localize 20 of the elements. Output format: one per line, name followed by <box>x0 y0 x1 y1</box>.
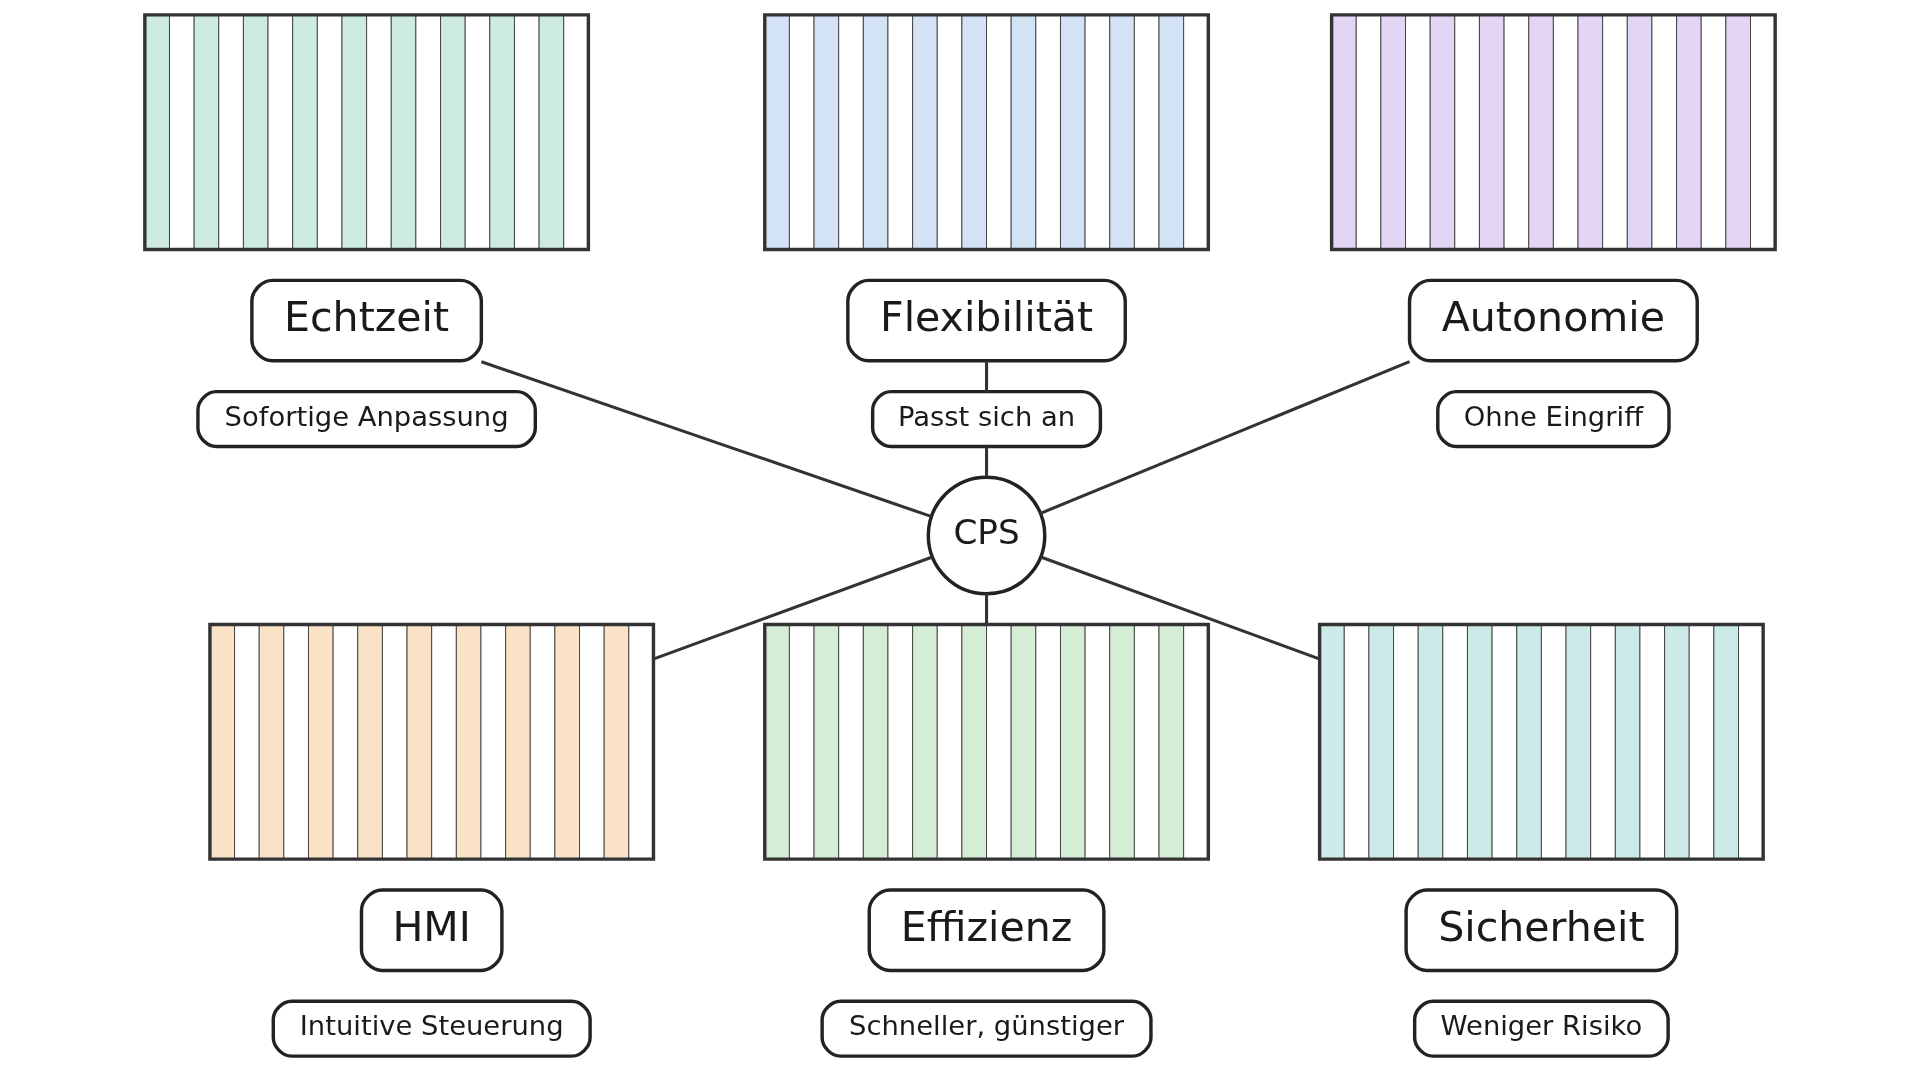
connector <box>1040 555 1320 661</box>
connector <box>480 360 932 518</box>
node-box: Schneller, günstiger <box>820 999 1153 1058</box>
connector <box>1039 360 1411 515</box>
node-circle: CPS <box>926 475 1047 596</box>
connector <box>985 447 989 477</box>
node-box: Ohne Eingriff <box>1436 389 1671 449</box>
node-box: Weniger Risiko <box>1412 999 1670 1058</box>
node-box: Autonomie <box>1407 278 1699 363</box>
node-box: HMI <box>359 888 504 973</box>
connector <box>985 593 989 625</box>
node-box: Passt sich an <box>870 389 1103 449</box>
node-box: Sicherheit <box>1404 888 1679 973</box>
node-box: Echtzeit <box>250 278 484 363</box>
connector <box>985 360 989 392</box>
node-box: Effizienz <box>867 888 1106 973</box>
node-box: Flexibilität <box>846 278 1127 363</box>
node-box: Sofortige Anpassung <box>196 389 537 449</box>
connector <box>653 555 933 661</box>
node-box: Intuitive Steuerung <box>271 999 592 1058</box>
